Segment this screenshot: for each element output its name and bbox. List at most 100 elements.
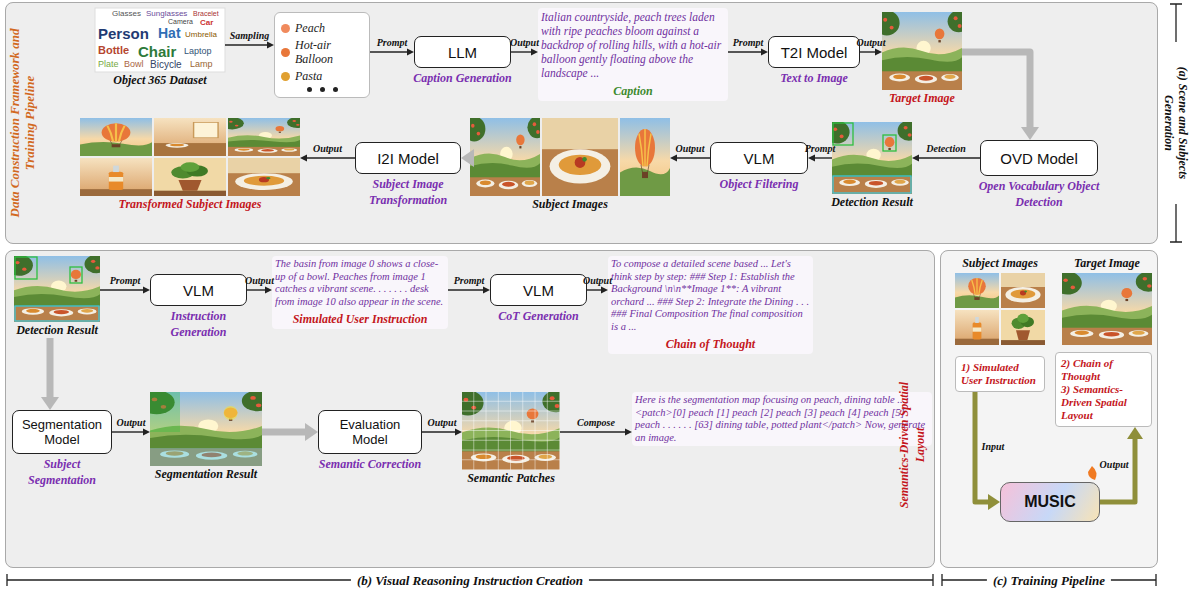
connector bbox=[728, 48, 768, 55]
text-block: Italian countryside, peach trees laden w… bbox=[538, 8, 728, 101]
connector bbox=[1100, 427, 1143, 502]
image-figure: Detection Result bbox=[14, 256, 100, 338]
connector-line bbox=[306, 157, 355, 158]
text-caption: Semantics-Driven Spatial Layout bbox=[896, 370, 928, 520]
instruction-text: To compose a detailed scene based ... Le… bbox=[611, 258, 810, 333]
edge-label: Output bbox=[117, 417, 146, 429]
connector bbox=[808, 154, 832, 161]
image-figure: Target Image bbox=[882, 12, 962, 106]
connector-line bbox=[962, 52, 1030, 128]
connector bbox=[225, 41, 274, 48]
image-caption: Subject Images bbox=[532, 196, 608, 212]
stage-caption: Object Filtering bbox=[704, 176, 814, 192]
connector bbox=[448, 286, 490, 293]
arrow-head bbox=[625, 428, 632, 435]
list-row: Pasta bbox=[281, 69, 363, 83]
edge-label: Prompt bbox=[454, 275, 485, 287]
connector-line bbox=[1100, 438, 1135, 502]
connector-line bbox=[422, 431, 456, 432]
word-cloud-word: Lamp bbox=[190, 60, 213, 69]
side-title: Data Construction Framework and Training… bbox=[7, 23, 37, 223]
instruction-text: Italian countryside, peach trees laden w… bbox=[541, 10, 725, 80]
image-caption: Object 365 Dataset bbox=[113, 72, 206, 88]
model-name: VLM bbox=[183, 282, 214, 299]
arrow-head bbox=[875, 48, 882, 55]
connector bbox=[670, 154, 710, 161]
edge-label: Prompt bbox=[377, 37, 408, 49]
image-caption: Detection Result bbox=[831, 194, 913, 210]
text-block: Here is the segmentation map focusing on… bbox=[632, 392, 932, 446]
pipeline-note: 2) Chain of Thought bbox=[1061, 357, 1146, 383]
arrow-head bbox=[305, 423, 318, 441]
image-area bbox=[470, 118, 670, 196]
dot bbox=[320, 87, 325, 92]
pipeline-note: 1) Simulated User Instruction bbox=[961, 361, 1039, 387]
arrow-head bbox=[455, 428, 462, 435]
connector bbox=[100, 286, 150, 293]
stage-caption: Caption Generation bbox=[408, 70, 518, 86]
connector bbox=[370, 48, 414, 55]
panel-band: (b) Visual Reasoning Instruction Creatio… bbox=[5, 250, 935, 568]
connector-line bbox=[728, 51, 762, 52]
model-name: LLM bbox=[448, 44, 477, 61]
model-box: I2I ModelSubject Image Transformation bbox=[355, 142, 461, 174]
connector-line bbox=[262, 429, 306, 436]
dot bbox=[307, 87, 312, 92]
text-caption: Caption bbox=[613, 83, 652, 99]
arrow-head bbox=[808, 154, 815, 161]
model-box: Evaluation ModelSemantic Correction bbox=[318, 410, 422, 454]
stage-caption: Instruction Generation bbox=[144, 308, 254, 340]
item-icon bbox=[281, 72, 290, 81]
connector bbox=[587, 286, 608, 293]
arrow-head bbox=[483, 286, 490, 293]
stage-caption: Open Vocabulary Object Detection bbox=[974, 178, 1104, 210]
stage-caption: CoT Generation bbox=[484, 308, 594, 324]
model-box: T2I ModelText to Image bbox=[768, 36, 860, 68]
connector bbox=[461, 149, 474, 167]
connector bbox=[511, 48, 538, 55]
image-caption: Target Image bbox=[1074, 255, 1140, 271]
word-cloud-word: Umbrella bbox=[185, 31, 217, 39]
word-cloud-word: Plate bbox=[98, 60, 119, 69]
edge-label: Prompt bbox=[805, 143, 836, 155]
connector-line bbox=[918, 157, 980, 158]
image-area bbox=[462, 392, 560, 470]
arrow-head bbox=[1021, 127, 1039, 140]
word-cloud-word: Person bbox=[98, 26, 149, 41]
edge-label: Prompt bbox=[733, 37, 764, 49]
stage-caption: Subject Segmentation bbox=[12, 456, 112, 488]
arrow-head bbox=[531, 48, 538, 55]
image-caption: Transformed Subject Images bbox=[119, 196, 262, 212]
image-figure: Detection Result bbox=[832, 122, 912, 210]
edge-label: Output bbox=[428, 417, 457, 429]
list-row: Peach bbox=[281, 21, 363, 35]
word-cloud-word: Bicycle bbox=[150, 60, 182, 70]
arrow-head bbox=[912, 154, 919, 161]
image-area bbox=[1062, 273, 1152, 345]
word-cloud-word: Bowl bbox=[124, 60, 144, 69]
image-caption: Subject Images bbox=[962, 255, 1038, 271]
connector-line bbox=[247, 289, 266, 290]
connector-line bbox=[587, 289, 602, 290]
image-area bbox=[80, 118, 300, 196]
connector-line bbox=[511, 51, 532, 52]
connector bbox=[262, 423, 318, 441]
connector bbox=[912, 154, 980, 161]
edge-label: Output bbox=[245, 275, 274, 287]
image-area bbox=[150, 392, 262, 466]
item-icon bbox=[281, 48, 290, 57]
connector-line bbox=[112, 431, 144, 432]
edge-label: Output bbox=[583, 275, 612, 287]
arrow-head bbox=[761, 48, 768, 55]
text-block: To compose a detailed scene based ... Le… bbox=[608, 256, 813, 354]
word-cloud-word: Bracelet bbox=[193, 10, 219, 17]
pipeline-note: 3) Semantics-Driven Spatial Layout bbox=[1061, 383, 1146, 422]
edge-label: Output bbox=[676, 143, 705, 155]
arrow-head bbox=[1127, 427, 1143, 439]
text-caption: Simulated User Instruction bbox=[293, 311, 428, 327]
connector-line bbox=[676, 157, 710, 158]
arrow-head bbox=[601, 286, 608, 293]
panel-band: (c) Training PipelineSubject ImagesTarge… bbox=[940, 250, 1158, 568]
word-cloud-word: Laptop bbox=[184, 47, 212, 56]
model-name: VLM bbox=[523, 282, 554, 299]
